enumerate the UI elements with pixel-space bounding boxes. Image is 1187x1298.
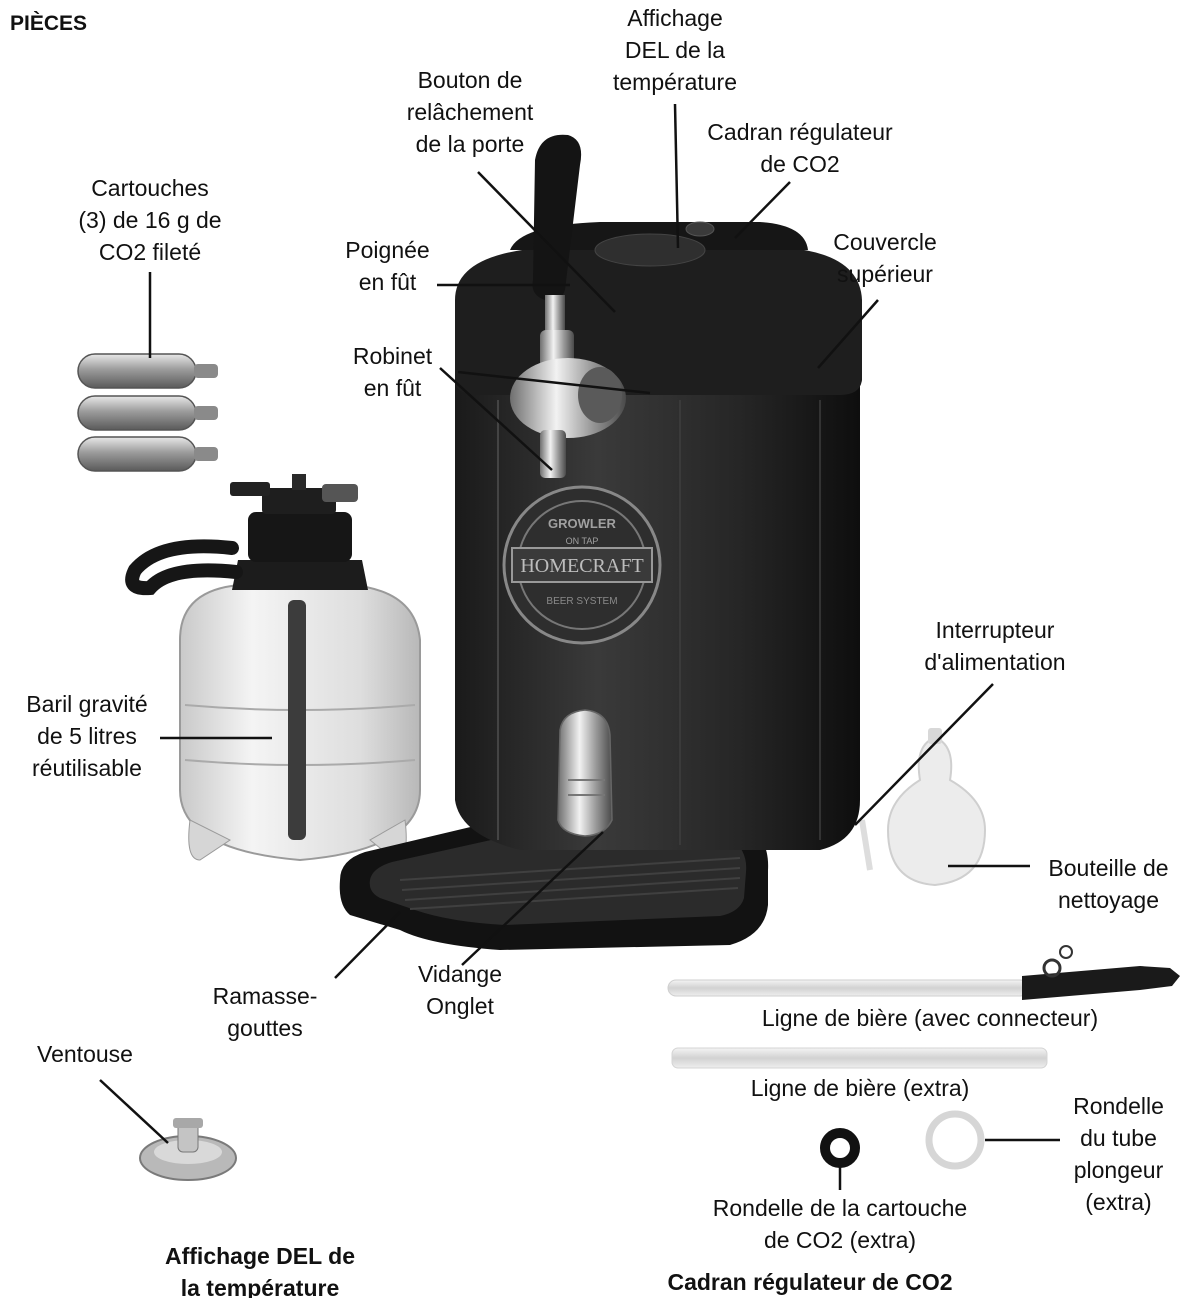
label-beer-line-extra: Ligne de bière (extra): [750, 1075, 970, 1101]
label-keg: Baril gravité de 5 litres réutilisable: [26, 691, 148, 781]
label-power-switch: Interrupteur d'alimentation: [924, 617, 1066, 675]
cleaning-bottle-icon: [859, 728, 987, 887]
footer-temp-display: Affichage DEL de la température: [165, 1243, 355, 1298]
label-drip-tray: Ramasse- gouttes: [212, 983, 318, 1041]
logo-top-text: GROWLER: [548, 516, 616, 531]
label-beer-line-connector: Ligne de bière (avec connecteur): [761, 1005, 1099, 1031]
label-cartridge-washer: Rondelle de la cartouche de CO2 (extra): [712, 1195, 968, 1253]
label-temp-display: Affichage DEL de la température: [612, 5, 737, 95]
label-drain-tab: Vidange Onglet: [418, 961, 502, 1019]
beer-line-extra-icon: [671, 1047, 1048, 1069]
homecraft-logo: HOMECRAFT GROWLER ON TAP BEER SYSTEM: [502, 485, 662, 645]
label-dip-tube-washer: Rondelle du tube plongeur (extra): [1073, 1093, 1164, 1215]
label-tap: Robinet en fût: [352, 343, 433, 401]
suction-cup-icon: [139, 1118, 237, 1181]
label-door-release: Bouton de relâchement de la porte: [406, 67, 534, 157]
drain-tab-icon: [557, 709, 613, 837]
growler-keg-icon: [125, 474, 421, 862]
label-cleaning-bottle: Bouteille de nettoyage: [1048, 855, 1169, 913]
label-handle: Poignée en fût: [345, 237, 430, 295]
label-cartridges: Cartouches (3) de 16 g de CO2 fileté: [78, 175, 222, 265]
dip-tube-washer-icon: [925, 1110, 985, 1170]
logo-mid-text: ON TAP: [566, 536, 599, 546]
beer-line-connector-icon: [667, 945, 1180, 1000]
logo-bottom-text: BEER SYSTEM: [546, 596, 617, 607]
drip-tray-icon: [339, 820, 769, 950]
footer-co2-dial: Cadran régulateur de CO2: [667, 1269, 953, 1295]
logo-brand-text: HOMECRAFT: [520, 555, 643, 577]
page-title: PIÈCES: [10, 12, 88, 35]
label-co2-dial: Cadran régulateur de CO2: [707, 119, 893, 177]
cartridge-washer-icon: [820, 1128, 860, 1168]
leader-lines: [99, 103, 1060, 1190]
label-suction-cup: Ventouse: [37, 1041, 133, 1067]
label-top-cover: Couvercle supérieur: [833, 229, 937, 287]
co2-cartridge-icon: [77, 353, 218, 472]
chrome-faucet-icon: [510, 330, 626, 478]
